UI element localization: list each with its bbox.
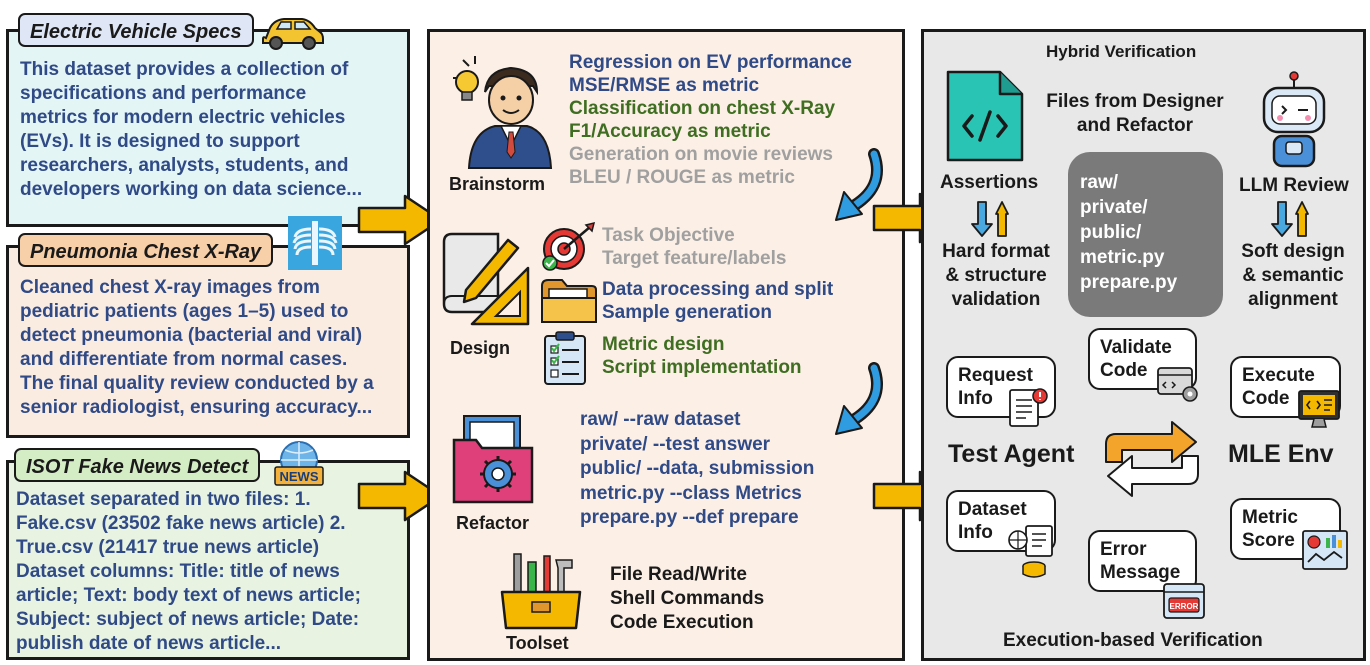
updown-arrows-left: [971, 201, 1009, 237]
refactor-line: public/ --data, submission: [580, 458, 815, 479]
design-line: Script implementation: [602, 357, 802, 378]
design-blueprint-icon: [442, 232, 530, 326]
refactor-line: raw/ --raw dataset: [580, 409, 741, 430]
execute-code-box: Execute Code: [1230, 356, 1341, 418]
dataset-text-xray: Cleaned chest X-ray images from pediatri…: [20, 277, 374, 418]
exchange-loop-icon: [1105, 421, 1199, 497]
brainstorm-person-icon: [453, 56, 553, 169]
brainstorm-line: MSE/RMSE as metric: [569, 75, 760, 96]
refactor-line: prepare.py --def prepare: [580, 507, 799, 528]
checklist-icon: [544, 331, 586, 385]
files-from-label: Files from Designer and Refactor: [1046, 91, 1224, 136]
design-label: Design: [450, 338, 511, 358]
error-window-icon: ERROR: [1163, 583, 1205, 619]
brainstorm-label: Brainstorm: [449, 174, 546, 194]
toolset-line: Code Execution: [610, 612, 754, 633]
refactor-line: metric.py --class Metrics: [580, 482, 802, 504]
brainstorm-line: F1/Accuracy as metric: [569, 121, 771, 142]
curved-arrow-blue-2: [835, 362, 883, 435]
dataset-info-box: Dataset Info: [946, 490, 1056, 552]
updown-arrows-right: [1271, 201, 1309, 237]
error-badge-text: ERROR: [1170, 602, 1199, 611]
error-message-box: Error Message: [1088, 530, 1197, 592]
code-window-gear-icon: [1157, 367, 1198, 402]
brainstorm-line: Generation on movie reviews: [569, 144, 833, 165]
refactor-lines: raw/ --raw dataset private/ --test answe…: [580, 408, 814, 531]
design-line: Target feature/labels: [602, 248, 787, 269]
refactor-line: private/ --test answer: [580, 433, 771, 455]
hard-format-label: Hard format & structure validation: [942, 241, 1050, 310]
dashboard-chart-icon: [1302, 530, 1348, 570]
arrow-yellow-ev: [357, 194, 443, 246]
brainstorm-line: BLEU / ROUGE as metric: [569, 167, 795, 188]
car-icon: [262, 18, 324, 50]
design-line: Sample generation: [602, 302, 772, 323]
robot-icon: [1262, 71, 1326, 168]
toolset-line: File Read/Write: [610, 564, 747, 585]
dataset-title-ev: Electric Vehicle Specs: [18, 13, 254, 47]
curved-arrow-blue-1: [835, 148, 883, 221]
dataset-title-news: ISOT Fake News Detect: [14, 448, 261, 482]
dataset-panel-news: [6, 460, 410, 660]
dataset-text-news: Dataset separated in two files: 1. Fake.…: [16, 489, 361, 654]
design-line: Data processing and split: [602, 279, 834, 300]
code-file-icon: [946, 70, 1024, 162]
refactor-label: Refactor: [456, 513, 530, 533]
dataset-text-ev: This dataset provides a collection of sp…: [20, 59, 363, 200]
brainstorm-lines: Regression on EV performance MSE/RMSE as…: [569, 51, 852, 189]
design-group-objective: Task Objective Target feature/labels: [602, 224, 786, 270]
soft-design-label: Soft design & semantic alignment: [1241, 241, 1345, 310]
document-alert-icon: [1009, 388, 1048, 427]
toolset-line: Shell Commands: [610, 588, 765, 609]
design-group-metric: Metric design Script implementation: [602, 333, 802, 379]
target-icon: [542, 221, 596, 271]
refactor-folder-gear-icon: [452, 415, 534, 504]
llm-review-label: LLM Review: [1239, 175, 1349, 196]
monitor-code-icon: [1298, 390, 1340, 428]
execution-verification-title: Execution-based Verification: [1003, 630, 1263, 651]
files-box: raw/ private/ public/ metric.py prepare.…: [1068, 152, 1223, 317]
assertions-label: Assertions: [940, 172, 1039, 193]
design-line: Metric design: [602, 334, 725, 355]
brainstorm-line: Regression on EV performance: [569, 52, 852, 73]
folder-icon: [541, 279, 597, 323]
mle-env-label: MLE Env: [1228, 440, 1334, 468]
dataset-title-xray: Pneumonia Chest X-Ray: [18, 233, 274, 267]
design-line: Task Objective: [602, 225, 735, 246]
toolbox-icon: [500, 553, 582, 630]
toolset-lines: File Read/Write Shell Commands Code Exec…: [610, 563, 764, 635]
svg-text:NEWS: NEWS: [280, 469, 319, 484]
database-globe-icon: [1008, 525, 1053, 578]
toolset-label: Toolset: [506, 633, 569, 653]
brainstorm-line: Classification on chest X-Ray: [569, 98, 836, 119]
test-agent-label: Test Agent: [948, 440, 1075, 468]
news-globe-icon: NEWS: [274, 441, 324, 486]
arrow-yellow-news: [357, 470, 443, 522]
dataset-panel-xray: [6, 245, 410, 438]
design-group-data: Data processing and split Sample generat…: [602, 278, 833, 324]
hybrid-verification-title: Hybrid Verification: [1046, 42, 1197, 61]
xray-icon: [288, 216, 342, 270]
